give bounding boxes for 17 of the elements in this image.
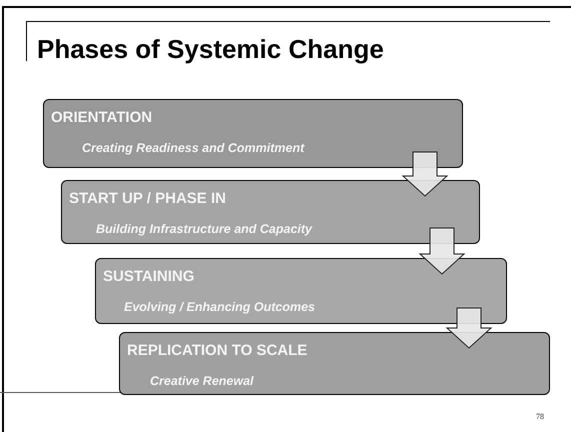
- phase-heading: SUSTAINING: [103, 268, 194, 286]
- phase-heading: START UP / PHASE IN: [69, 190, 226, 208]
- phase-heading: ORIENTATION: [51, 109, 152, 127]
- phase-subtitle: Creative Renewal: [150, 373, 254, 389]
- page-number: 78: [536, 412, 544, 422]
- phase-box: [95, 258, 507, 324]
- title: Phases of Systemic Change: [37, 34, 384, 64]
- phase-subtitle: Evolving / Enhancing Outcomes: [124, 299, 316, 315]
- phase-box: [119, 332, 550, 395]
- phase-subtitle: Building Infrastructure and Capacity: [96, 221, 312, 237]
- phase-heading: REPLICATION TO SCALE: [127, 342, 308, 360]
- block-arrow: [418, 228, 466, 275]
- block-arrow: [402, 152, 448, 197]
- phase-box: [61, 180, 480, 244]
- phase-box: [43, 99, 463, 168]
- block-arrow: [446, 308, 492, 349]
- phase-subtitle: Creating Readiness and Commitment: [82, 140, 304, 156]
